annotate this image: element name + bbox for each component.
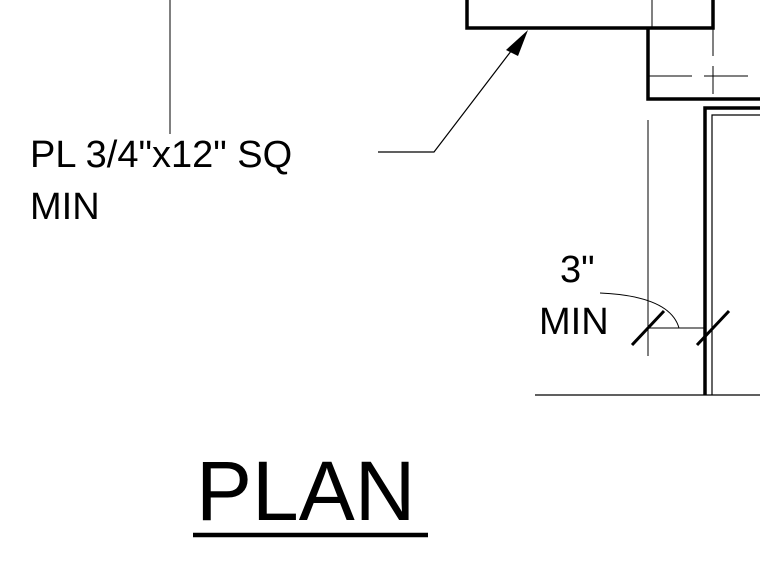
dimension-tick-right [695,309,731,347]
base-plate-outline [465,0,715,30]
view-title: PLAN [196,444,415,538]
plate-note-leader [378,41,519,153]
post-outline-step [646,28,760,101]
wall-outline-inner [711,114,760,395]
plate-note-arrowhead [506,30,528,56]
clearance-note-line2: MIN [539,301,609,343]
dimension-tick-left [630,309,666,347]
clearance-note-leader [599,292,680,329]
plate-note-line1: PL 3/4"x12" SQ [30,134,292,176]
plate-note-line2: MIN [30,186,100,228]
clearance-note-line1: 3" [560,249,595,291]
wall-outline-upper [703,106,760,395]
